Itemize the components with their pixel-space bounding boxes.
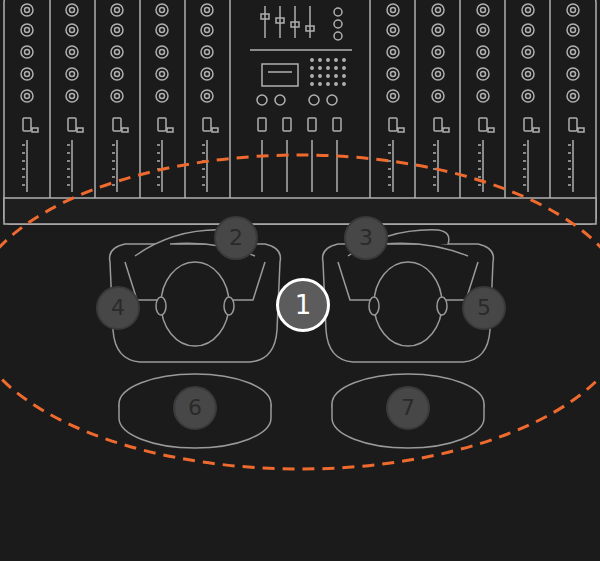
callout-circle: 2 (214, 216, 258, 260)
sweet-spot-zone (0, 155, 600, 469)
callout-number: 1 (295, 292, 312, 318)
callout-circle: 3 (344, 216, 388, 260)
callout-circle: 7 (386, 386, 430, 430)
listeners (110, 230, 494, 448)
callout-circle: 5 (462, 286, 506, 330)
callout-number: 7 (401, 397, 415, 419)
callout-circle: 1 (276, 278, 330, 332)
mixing-console (4, 0, 596, 224)
callout-number: 2 (229, 227, 243, 249)
callout-number: 3 (359, 227, 373, 249)
callout-circle: 6 (173, 386, 217, 430)
callout-number: 5 (477, 297, 491, 319)
callout-number: 6 (188, 397, 202, 419)
callout-number: 4 (111, 297, 125, 319)
callout-circle: 4 (96, 286, 140, 330)
